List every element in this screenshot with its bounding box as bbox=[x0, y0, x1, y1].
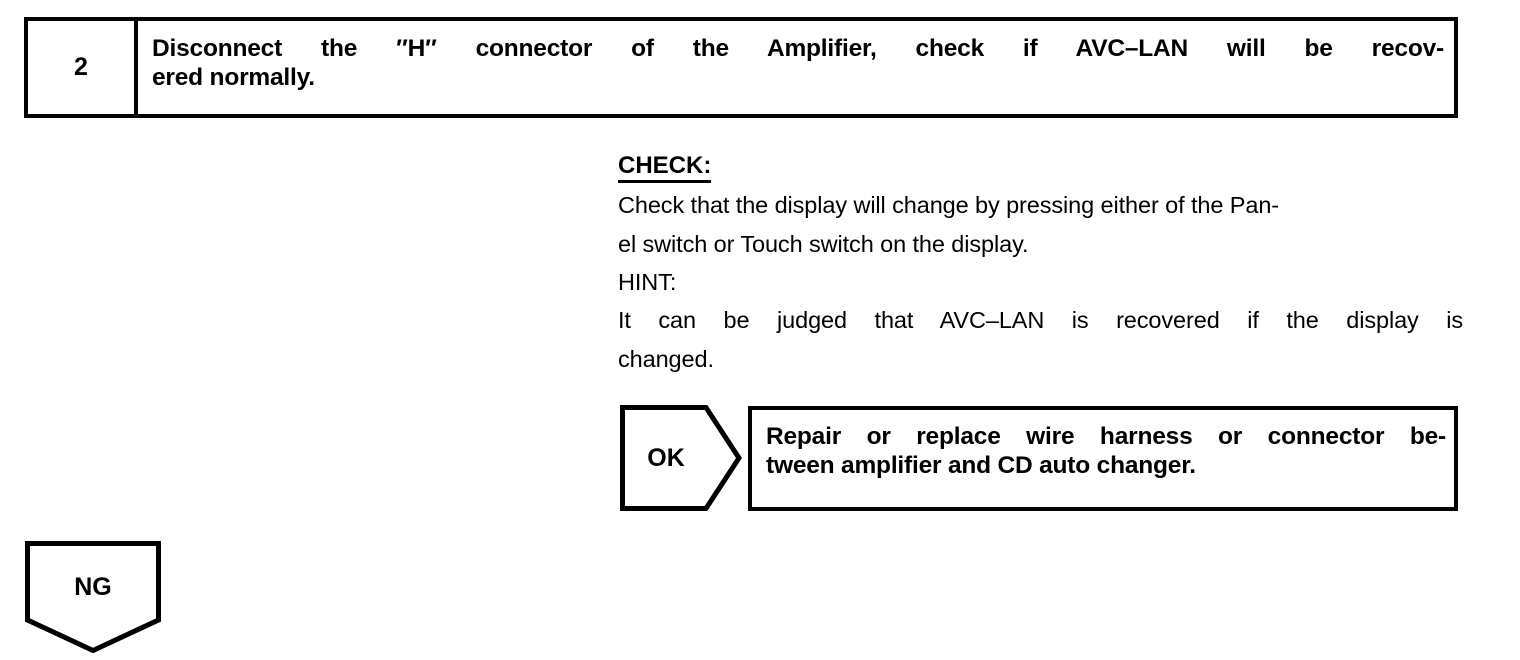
ok-result-box: Repair or replace wire harness or connec… bbox=[748, 406, 1458, 511]
step-instruction-text: Disconnect the ″H″ connector of the Ampl… bbox=[152, 35, 1444, 92]
step-instruction-line-2: ered normally. bbox=[152, 63, 315, 91]
ng-marker-label: NG bbox=[74, 572, 112, 601]
check-text-line-1: Check that the display will change by pr… bbox=[618, 192, 1280, 219]
step-instruction-cell: Disconnect the ″H″ connector of the Ampl… bbox=[138, 21, 1454, 114]
step-number: 2 bbox=[74, 53, 88, 81]
ok-marker-label: OK bbox=[647, 443, 685, 472]
check-hint-block: CHECK: Check that the display will chang… bbox=[618, 152, 1463, 378]
ok-result-text: Repair or replace wire harness or connec… bbox=[766, 423, 1446, 480]
ok-result-line-1: Repair or replace wire harness or connec… bbox=[766, 423, 1446, 450]
check-text-line-2: el switch or Touch switch on the display… bbox=[618, 230, 1029, 257]
hint-label: HINT: bbox=[618, 268, 677, 295]
ok-arrow-shape: OK bbox=[620, 405, 742, 511]
step-table: 2 Disconnect the ″H″ connector of the Am… bbox=[24, 17, 1458, 118]
hint-text-line-1: It can be judged that AVC–LAN is recover… bbox=[618, 307, 1463, 334]
check-label-wrap: CHECK: bbox=[618, 152, 1463, 186]
step-instruction-line-1: Disconnect the ″H″ connector of the Ampl… bbox=[152, 35, 1444, 62]
hint-text-line-2: changed. bbox=[618, 345, 714, 372]
step-number-cell: 2 bbox=[28, 21, 138, 114]
ng-branch-shape: NG bbox=[25, 541, 161, 653]
check-label: CHECK: bbox=[618, 152, 712, 184]
ok-result-line-2: tween amplifier and CD auto changer. bbox=[766, 451, 1196, 479]
